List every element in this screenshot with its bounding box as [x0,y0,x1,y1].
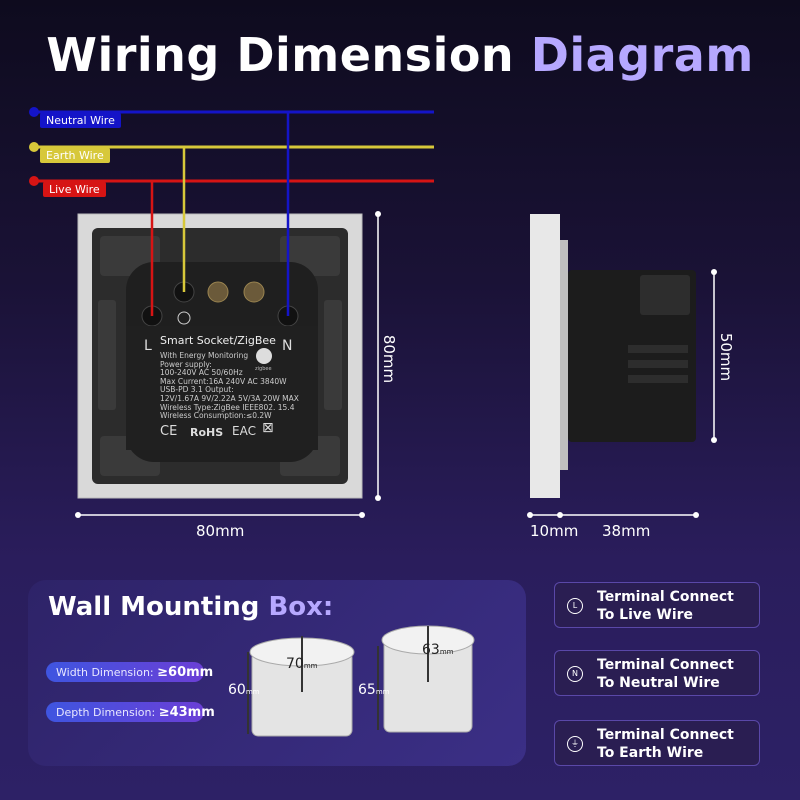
box1-height-label: 60mm [228,682,260,698]
terminal-l-label: L [144,338,152,354]
socket-spec-text: With Energy Monitoring Power supply: 100… [160,351,299,421]
weee-icon: ⊠ [262,420,274,436]
depth-dimension-pill: Depth Dimension: ≥43mm [46,702,215,722]
ce-mark: CE [160,424,178,439]
zigbee-mark: zigbee [255,366,272,372]
box1-width-label: 70mm [286,656,318,672]
mounting-boxes-drawing [247,625,475,737]
eac-mark: EAC [232,424,256,438]
side-height-dim: 50mm [717,332,736,382]
front-width-dim: 80mm [196,522,245,540]
side-plate-dim: 10mm [530,522,579,540]
neutral-wire-end [29,107,39,117]
live-wire-label: Live Wire [43,182,106,197]
socket-label-panel [126,326,318,450]
neutral-terminal-icon: N [567,666,583,682]
mounting-box-title: Wall Mounting Box: [48,592,334,622]
title-part-purple: Diagram [530,28,754,82]
socket-label-title: Smart Socket/ZigBee [160,334,276,347]
box2-height-label: 65mm [358,682,390,698]
earth-terminal-icon: ⏚ [567,736,583,752]
title-part-white: Wiring Dimension [46,28,515,82]
earth-symbol [177,311,191,325]
page-title: Wiring Dimension Diagram [0,28,800,82]
live-terminal-icon: L [567,598,583,614]
earth-wire-end [29,142,39,152]
zigbee-icon [256,348,272,364]
rohs-mark: RoHS [190,426,224,439]
wiring-diagram [29,107,696,499]
live-wire-end [29,176,39,186]
box2-width-label: 63mm [422,642,454,658]
earth-wire-label: Earth Wire [40,148,110,163]
front-height-dim: 80mm [380,334,399,384]
side-depth-dim: 38mm [602,522,651,540]
terminal-n-label: N [282,338,293,354]
width-dimension-pill: Width Dimension: ≥60mm [46,662,213,682]
neutral-wire-label: Neutral Wire [40,113,121,128]
side-plate [530,214,560,498]
